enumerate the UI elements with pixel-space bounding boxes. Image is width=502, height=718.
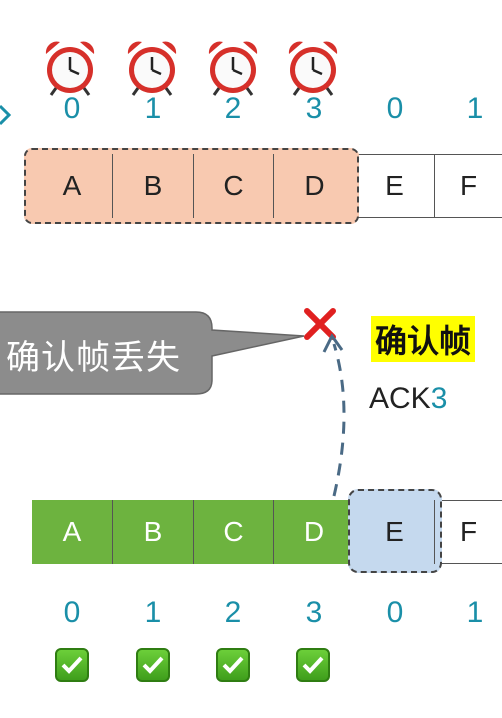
checkmark-icon: [216, 648, 250, 682]
receiver-frame-cell: F: [459, 516, 478, 547]
sender-seq-number: 0: [63, 92, 81, 125]
receiver-frame-cell: A: [32, 500, 113, 564]
cross-icon: [304, 308, 336, 340]
checkmark-icon: [136, 648, 170, 682]
alarm-clock-icon: [127, 41, 177, 96]
sender-frame-cell: B: [113, 154, 194, 218]
checkmark-icon: [55, 648, 89, 682]
callout-bubble: [0, 311, 305, 395]
sender-frame-cell: F: [459, 170, 478, 201]
sender-seq-number: 2: [224, 92, 242, 125]
checkmark-icon: [296, 648, 330, 682]
alarm-clock-icon: [208, 41, 258, 96]
receiver-window: [348, 489, 442, 573]
sender-window: [24, 148, 359, 224]
ack-path-arrow: [322, 333, 346, 497]
alarm-clock-icon: [288, 41, 338, 96]
receiver-seq-number: 1: [466, 596, 484, 629]
sender-frame-cell: D: [304, 170, 325, 201]
sender-seq-number: 3: [305, 92, 323, 125]
ack-label: ACK3: [369, 382, 447, 416]
receiver-seq-number: 2: [224, 596, 242, 629]
receiver-seq-number: 3: [305, 596, 323, 629]
receiver-seq-number: 0: [63, 596, 81, 629]
sender-frame-cell: A: [32, 154, 113, 218]
callout-text: 确认帧丢失: [6, 338, 181, 378]
ack-prefix: ACK: [369, 382, 431, 415]
receiver-frame-cell: D: [274, 500, 355, 564]
sender-seq-number: 1: [144, 92, 162, 125]
sender-frame-cell: C: [194, 154, 274, 218]
receiver-frame-cell: C: [194, 500, 274, 564]
window-pointer-icon: [0, 104, 12, 126]
receiver-seq-number: 1: [144, 596, 162, 629]
sender-seq-number: 0: [386, 92, 404, 125]
sender-seq-number: 1: [466, 92, 484, 125]
ack-title: 确认帧: [371, 316, 476, 362]
sender-frame-cell: E: [355, 154, 435, 218]
ack-number: 3: [430, 382, 448, 415]
receiver-frame-cell: B: [113, 500, 194, 564]
receiver-frame-cell: E: [355, 500, 435, 564]
alarm-clock-icon: [45, 41, 95, 96]
receiver-seq-number: 0: [386, 596, 404, 629]
